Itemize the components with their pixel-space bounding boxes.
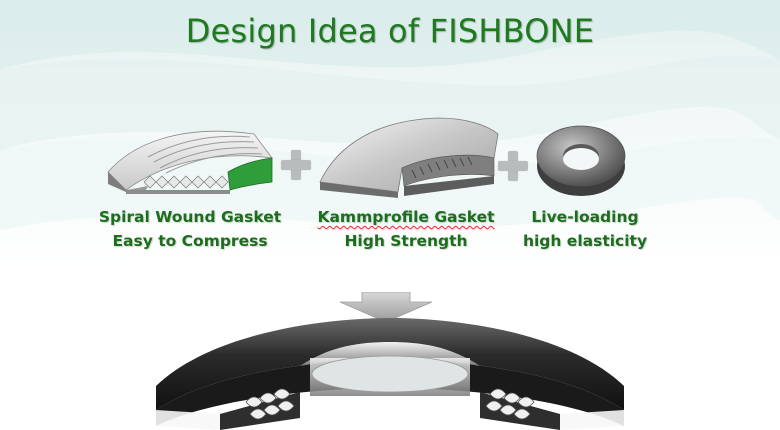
spiral-wound-caption: Spiral Wound Gasket Easy to Compress — [96, 205, 284, 253]
fishbone-gasket-image — [156, 318, 624, 430]
plus-icon — [496, 149, 530, 183]
live-loading-name: Live-loading — [531, 208, 639, 226]
live-loading-feature: high elasticity — [522, 232, 648, 250]
slide-title: Design Idea of FISHBONE — [185, 12, 595, 50]
kammprofile-caption: Kammprofile Gasket High Strength — [312, 205, 500, 253]
spiral-wound-name: Spiral Wound Gasket — [98, 208, 282, 226]
kammprofile-feature: High Strength — [344, 232, 468, 250]
plus-icon — [279, 148, 313, 182]
spiral-wound-feature: Easy to Compress — [112, 232, 268, 250]
kammprofile-gasket-image — [319, 117, 499, 198]
kammprofile-name: Kammprofile Gasket — [317, 208, 495, 226]
down-arrow-icon — [339, 292, 433, 322]
spiral-wound-gasket-image — [107, 130, 273, 194]
live-loading-ring-image — [536, 125, 626, 196]
live-loading-caption: Live-loading high elasticity — [510, 205, 660, 253]
